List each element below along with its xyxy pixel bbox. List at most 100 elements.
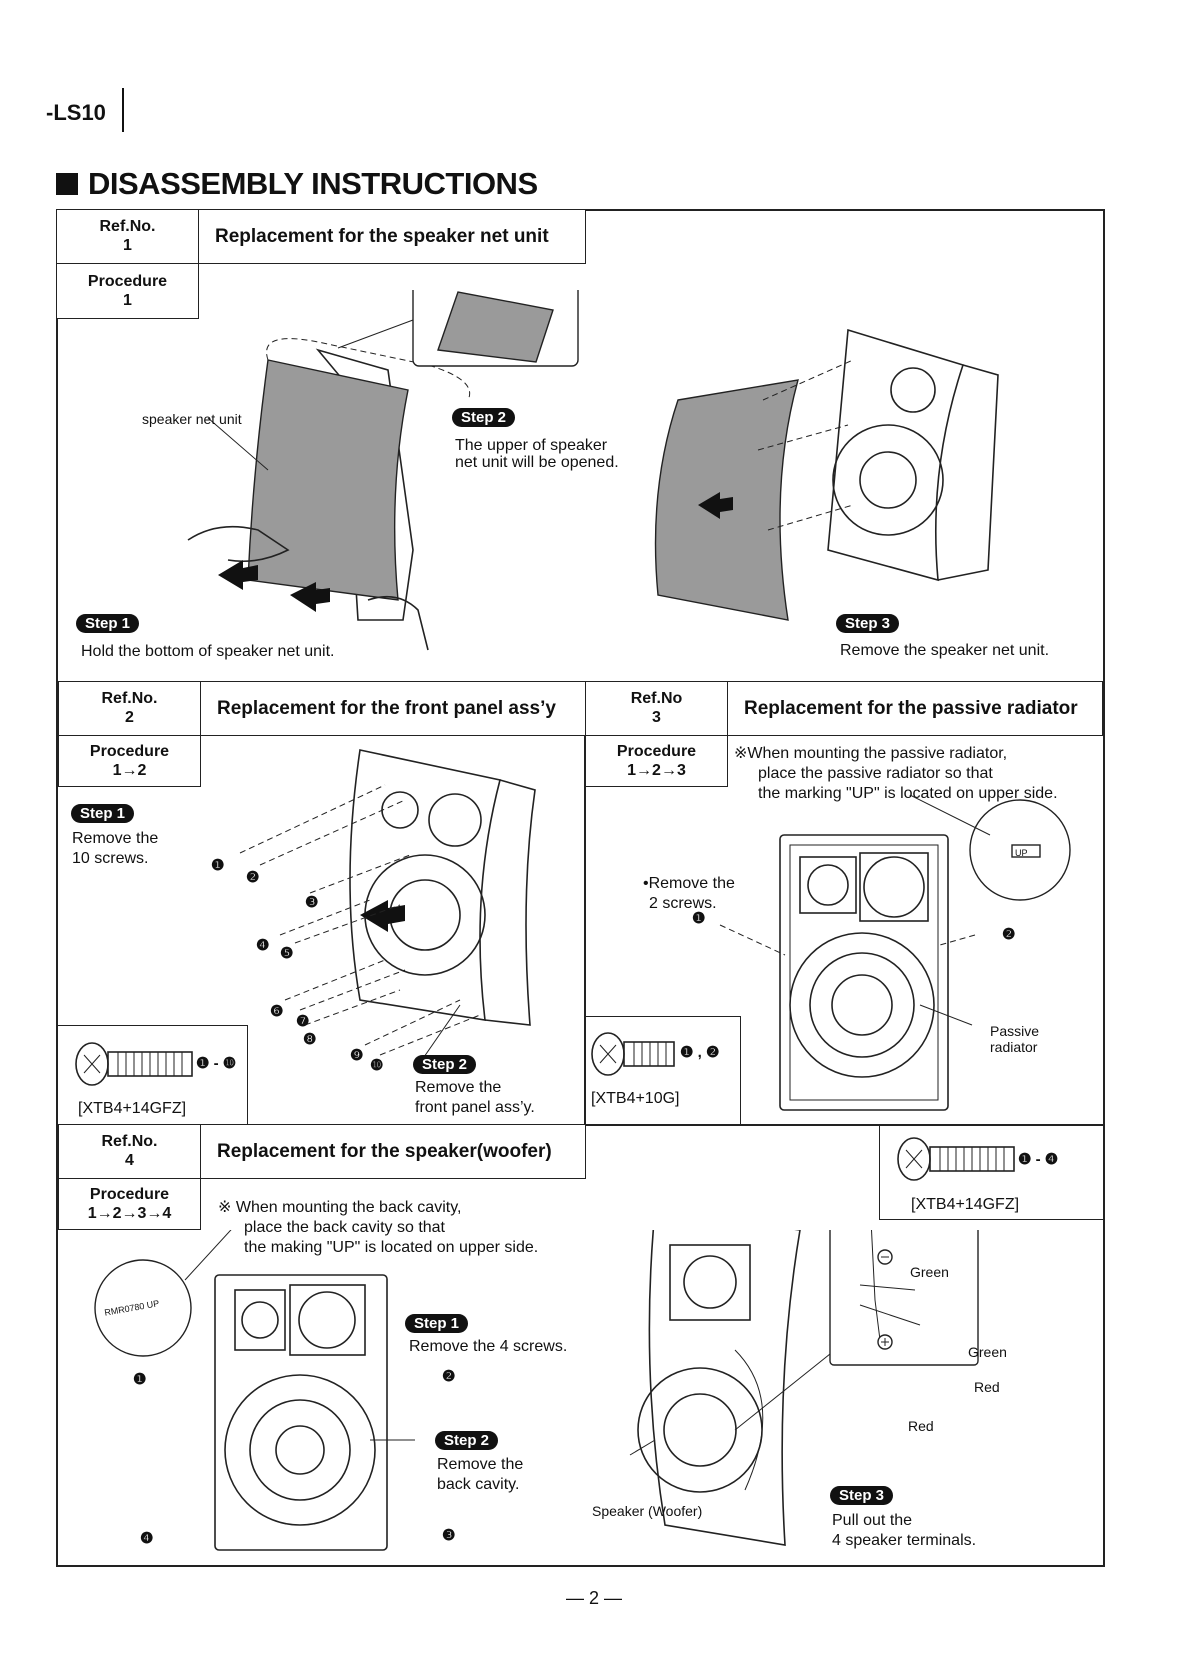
- s3-passive-callout-line2: radiator: [990, 1039, 1038, 1055]
- s4-screw-label-4: ❹: [140, 1530, 154, 1547]
- s3-screw-part: [XTB4+10G]: [591, 1090, 680, 1107]
- s4-woofer-callout: Speaker (Woofer): [592, 1503, 703, 1519]
- s1-tweeter-right: [890, 367, 936, 413]
- s1-hand-left: [187, 525, 290, 563]
- s4-step3-line1: Pull out the: [832, 1512, 913, 1529]
- s4-mid-frame: [289, 1284, 366, 1356]
- s2-tweeter-right: [428, 793, 482, 847]
- s3-procedure-steps: 1→2→3: [627, 762, 686, 779]
- s2-screw-guide-10: [379, 1014, 481, 1056]
- page-title-text: DISASSEMBLY INSTRUCTIONS: [88, 166, 538, 201]
- s2-screw-guide-6: [284, 959, 386, 1001]
- s3-passive-callout-line1: Passive: [990, 1023, 1040, 1039]
- s3-ref-label: Ref.No: [630, 690, 683, 707]
- s4-woofer-back-mid: [663, 1393, 737, 1467]
- s3-screw-label-1: ❶: [692, 910, 706, 927]
- s1-step3-text: Remove the speaker net unit.: [840, 642, 1050, 659]
- s2-screw-guide-9: [364, 999, 461, 1046]
- s4-woofer-leader: [629, 1439, 656, 1456]
- s2-screw-label-4: ❹: [256, 937, 270, 954]
- s3-procedure-label: Procedure: [616, 743, 697, 760]
- s2-step1-line2: 10 screws.: [72, 850, 149, 867]
- s1-illustration: [187, 290, 999, 651]
- s2-screw-label-8: ❽: [303, 1031, 317, 1048]
- s2-screw-label-3: ❸: [305, 894, 319, 911]
- s4-step1-badge: Step 1: [405, 1314, 469, 1333]
- s1-net-callout: speaker net unit: [142, 411, 242, 427]
- s1-step3-label: Step 3: [836, 614, 900, 633]
- s3-passive-radiator: [789, 932, 935, 1078]
- s3-radiator-leader: [919, 1004, 973, 1026]
- s4-cabinet-back: [648, 1230, 801, 1546]
- s1-ref-label: Ref.No.: [99, 218, 156, 235]
- s4-screw-range: ❶ - ❹: [1018, 1151, 1059, 1168]
- s4-woofer-back: [637, 1367, 763, 1493]
- model-label: -LS10: [46, 100, 106, 125]
- s2-step2-badge: Step 2: [413, 1055, 477, 1074]
- s1-woofer-right: [832, 424, 944, 536]
- s2-ref-number: 2: [125, 709, 134, 726]
- s1-ref-box: Ref.No. 1: [56, 209, 199, 264]
- s2-screw-guide-8: [304, 989, 401, 1026]
- s3-ref-box: Ref.No 3: [585, 681, 728, 736]
- s2-screw-range: ❶ - ❿: [196, 1055, 237, 1072]
- s4-screw-box: [879, 1124, 1103, 1220]
- s2-step1-badge: Step 1: [71, 804, 135, 823]
- s4-wire-red: Red: [974, 1379, 1000, 1395]
- s4-step2-text: Remove the back cavity.: [437, 1455, 523, 1495]
- s2-step1-text: Remove the 10 screws.: [72, 829, 158, 869]
- s2-step1-label: Step 1: [71, 804, 135, 823]
- s1-procedure-label: Procedure: [87, 273, 168, 290]
- s4-mid: [298, 1291, 356, 1349]
- s4-cavity-leader: [184, 1230, 232, 1281]
- s1-title-box: Replacement for the speaker net unit: [198, 209, 586, 264]
- s3-passive-callout: Passive radiator: [990, 1023, 1039, 1055]
- s1-hand-right: [367, 595, 429, 651]
- s2-tweeter-left: [381, 791, 419, 829]
- s3-tweeter-frame: [799, 856, 857, 914]
- s4-tweeter-frame: [234, 1289, 286, 1351]
- s4-wire-loop: [734, 1349, 764, 1491]
- s2-cabinet-side: [484, 779, 536, 1026]
- s4-screw-label-1: ❶: [133, 1371, 147, 1388]
- s1-step1-text: Hold the bottom of speaker net unit.: [81, 643, 335, 660]
- page-number: — 2 —: [566, 1588, 623, 1608]
- s1-step1-badge: Step 1: [76, 614, 140, 633]
- s1-arrow-left-icon: [218, 560, 258, 590]
- s3-tweeter: [807, 864, 849, 906]
- s3-procedure-box: Procedure 1→2→3: [585, 735, 728, 787]
- s2-procedure-steps: 1→2: [112, 762, 147, 779]
- s2-illustration: [239, 749, 536, 1071]
- s2-screw-box: [58, 1025, 248, 1124]
- s4-back-mid: [669, 1244, 751, 1321]
- s4-step2-line1: Remove the: [437, 1456, 524, 1473]
- s1-woofer-cone-right: [859, 451, 917, 509]
- s4-wire-green-top: Green: [910, 1264, 949, 1280]
- s4-woofer-front-center: [275, 1425, 325, 1475]
- model-divider: [122, 88, 124, 132]
- s4-procedure-box: Procedure 1→2→3→4: [58, 1178, 201, 1230]
- s4-step3-text: Pull out the 4 speaker terminals.: [832, 1511, 976, 1551]
- s2-screw-icon: [75, 1042, 193, 1086]
- s2-screw-guide-3: [309, 854, 411, 894]
- s1-speaker-net-left: [247, 359, 409, 601]
- s1-guide-3: [767, 504, 854, 531]
- s2-screw-label-6: ❻: [270, 1003, 284, 1020]
- s2-screw-label-2: ❷: [246, 869, 260, 886]
- s3-up-leader: [908, 795, 991, 836]
- s3-screw-guide-2: [939, 934, 976, 946]
- s4-screw-label-3: ❸: [442, 1527, 456, 1544]
- s2-screw-guide-4: [279, 899, 371, 936]
- s2-ref-box: Ref.No. 2: [58, 681, 201, 736]
- s3-passive-radiator-center: [831, 974, 893, 1036]
- s2-screw-label-10: ❿: [370, 1057, 384, 1074]
- s3-passive-radiator-mid: [809, 952, 915, 1058]
- s3-ref-number: 3: [652, 709, 661, 726]
- s4-step3-label: Step 3: [830, 1486, 894, 1505]
- s4-title: Replacement for the speaker(woofer): [217, 1140, 552, 1162]
- s2-title-box: Replacement for the front panel ass’y: [200, 681, 586, 736]
- s3-title: Replacement for the passive radiator: [744, 697, 1078, 719]
- s1-step2-text: The upper of speaker net unit will be op…: [455, 436, 619, 473]
- s4-terminal-wire-3: [859, 1304, 921, 1326]
- s1-guide-2: [757, 424, 849, 451]
